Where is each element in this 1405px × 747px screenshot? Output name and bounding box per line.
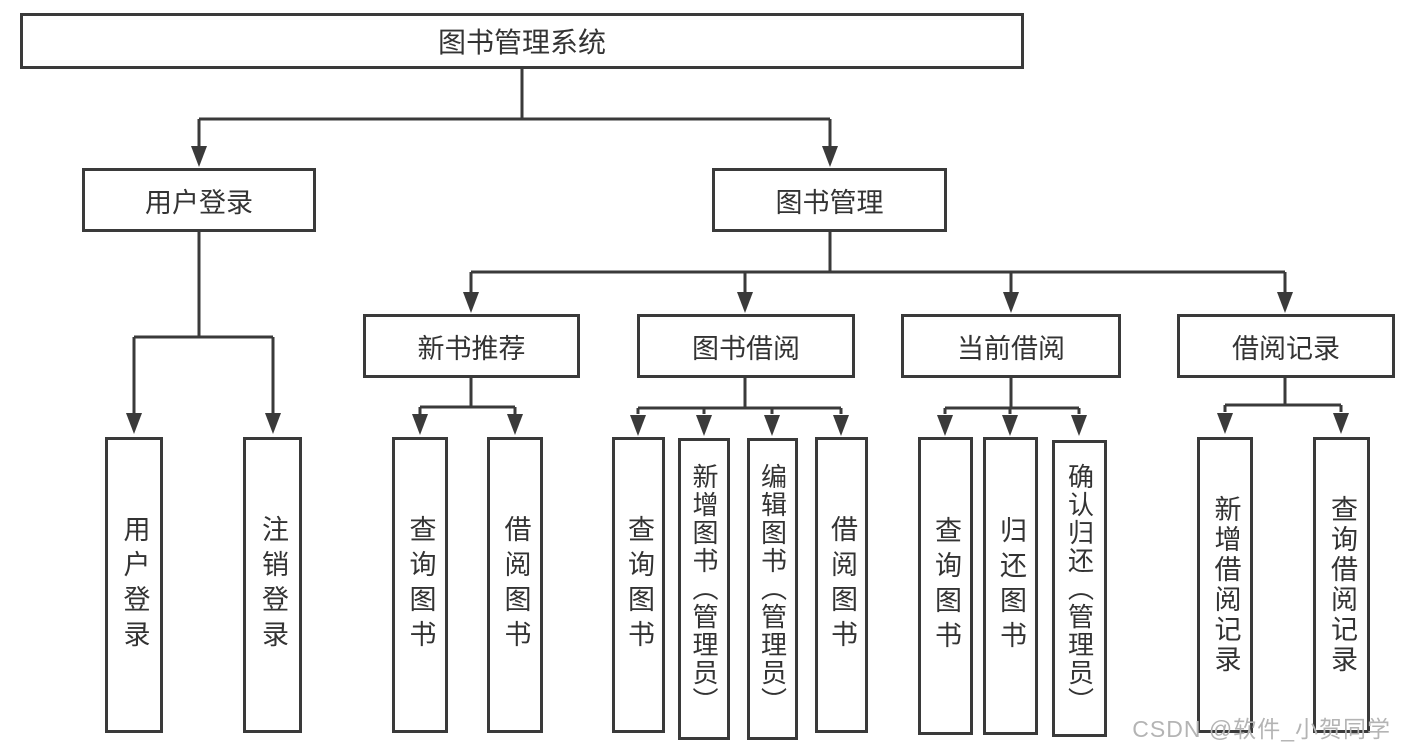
- leaf-search-books: 查询图书: [392, 437, 448, 733]
- node-book-borrowing: 图书借阅: [637, 314, 855, 378]
- leaf-search-books: 查询图书: [918, 437, 973, 735]
- leaf-search-books: 查询图书: [612, 437, 665, 733]
- leaf-user-login: 用户登录: [105, 437, 163, 733]
- node-label: 借阅记录: [1232, 333, 1340, 364]
- node-library-management-system: 图书管理系统: [20, 13, 1024, 69]
- leaf-borrow-books: 借阅图书: [487, 437, 543, 733]
- leaf-logout: 注销登录: [243, 437, 302, 733]
- watermark: CSDN @软件_小贺同学: [1132, 716, 1391, 742]
- node-new-book-recommend: 新书推荐: [363, 314, 580, 378]
- node-label: 图书借阅: [692, 333, 800, 364]
- node-borrowing-records: 借阅记录: [1177, 314, 1395, 378]
- node-label: 用户登录: [145, 187, 253, 218]
- node-book-management: 图书管理: [712, 168, 947, 232]
- leaf-confirm-return-admin: 确认归还（管理员）: [1052, 440, 1107, 737]
- node-user-login: 用户登录: [82, 168, 316, 232]
- leaf-borrow-books: 借阅图书: [815, 437, 868, 733]
- node-label: 新书推荐: [417, 333, 526, 364]
- leaf-add-borrow-record: 新增借阅记录: [1197, 437, 1253, 733]
- node-current-borrowing: 当前借阅: [901, 314, 1121, 378]
- leaf-search-borrow-record: 查询借阅记录: [1313, 437, 1370, 733]
- node-label: 图书管理: [775, 187, 884, 218]
- leaf-return-books: 归还图书: [983, 437, 1038, 735]
- leaf-edit-books-admin: 编辑图书（管理员）: [747, 438, 798, 740]
- node-label: 图书管理系统: [437, 27, 606, 58]
- leaf-add-books-admin: 新增图书（管理员）: [678, 438, 730, 740]
- node-label: 当前借阅: [957, 333, 1065, 364]
